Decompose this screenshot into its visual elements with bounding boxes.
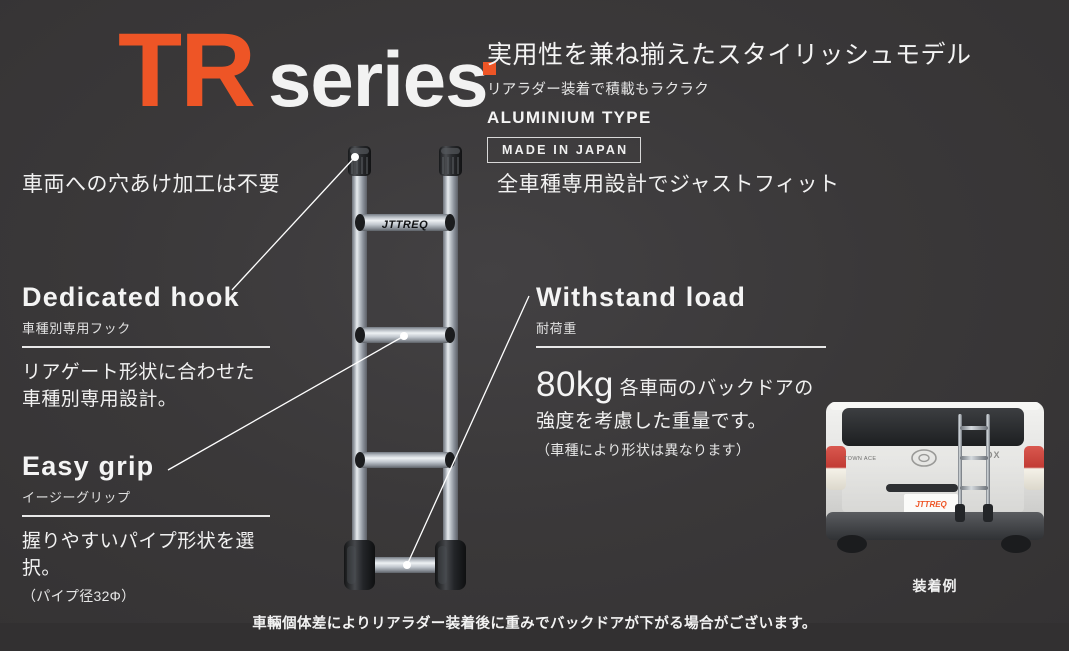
van-caption: 装着例	[912, 578, 958, 594]
brand-tr-text: TR	[118, 12, 256, 129]
footer-disclaimer: 車輛個体差によりリアラダー装着後に重みでバックドアが下がる場合がございます。	[252, 616, 817, 632]
feature-body-line2: 車種別専用設計。	[22, 388, 178, 410]
feature-title-jp: 耐荷重	[536, 320, 577, 336]
ladder-rung-branded: JTTREQ	[355, 214, 455, 231]
bottom-band	[0, 623, 1069, 651]
vehicle-photo: TOWN ACE DX JTTREQ	[826, 402, 1044, 553]
van-taillight-right	[1024, 446, 1044, 490]
feature-body: 80kg 各車両のバックドアの 強度を考慮した重量です。	[536, 360, 826, 437]
feature-title-jp: イージーグリップ	[22, 489, 131, 505]
feature-divider	[536, 345, 826, 348]
van-grade-badge: DX	[986, 450, 1001, 460]
brand-series-text: series	[267, 35, 489, 123]
feature-divider	[22, 514, 270, 517]
van-backdoor-panel	[842, 450, 1024, 512]
subheadline: リアラダー装着で積載もラクラク	[487, 82, 709, 98]
orange-dot-accent	[483, 62, 496, 75]
ladder-rung	[355, 452, 455, 468]
van-model-badge: TOWN ACE	[844, 456, 876, 462]
feature-title-en: Dedicated hook	[22, 282, 240, 312]
van-door-handle	[886, 484, 958, 492]
feature-note: （車種により形状は異なります）	[536, 442, 751, 459]
caption-no-drilling: 車両への穴あけ加工は不要	[22, 173, 280, 196]
feature-body: 握りやすいパイプ形状を選択。	[22, 529, 270, 583]
material-type-label: ALUMINIUM TYPE	[487, 108, 652, 127]
van-emblem-inner	[918, 453, 930, 463]
ladder-hook-cap-left	[348, 146, 371, 176]
ladder-product-image: JTTREQ	[344, 146, 466, 590]
van-rear-window	[842, 408, 1024, 446]
feature-title-en: Withstand load	[536, 282, 747, 312]
van-taillight-left	[826, 446, 846, 490]
feature-body-line1: リアゲート形状に合わせた	[22, 361, 255, 383]
feature-title-en: Easy grip	[22, 451, 155, 481]
van-mounted-ladder	[955, 414, 993, 522]
van-wheel-right	[1001, 535, 1031, 553]
ladder-hook-cap-right	[439, 146, 462, 176]
caption-just-fit: 全車種専用設計でジャストフィット	[497, 173, 840, 196]
header-text-block: 実用性を兼ね揃えたスタイリッシュモデル リアラダー装着で積載もラクラク ALUM…	[487, 35, 972, 163]
feature-body-line1-wrap: 80kg 各車両のバックドアの	[536, 360, 826, 410]
van-license-plate	[904, 494, 958, 514]
feature-body-line1: 各車両のバックドアの	[619, 377, 814, 399]
ladder-rung	[355, 327, 455, 343]
feature-withstand-load: Withstand load 耐荷重 80kg 各車両のバックドアの 強度を考慮…	[536, 282, 826, 460]
van-plate-logo: JTTREQ	[915, 500, 947, 509]
headline: 実用性を兼ね揃えたスタイリッシュモデル	[487, 41, 972, 69]
feature-body: リアゲート形状に合わせた 車種別専用設計。	[22, 360, 270, 414]
ladder-foot-left	[344, 540, 375, 590]
feature-title-jp: 車種別専用フック	[22, 320, 131, 336]
feature-note: （パイプ径32Φ）	[22, 587, 136, 604]
ladder-foot-right	[435, 540, 466, 590]
feature-dedicated-hook: Dedicated hook 車種別専用フック リアゲート形状に合わせた 車種別…	[22, 282, 270, 414]
van-emblem	[911, 449, 937, 467]
van-wheel-left	[837, 535, 867, 553]
load-capacity-value: 80kg	[536, 364, 614, 404]
feature-divider	[22, 345, 270, 348]
feature-body-line1: 握りやすいパイプ形状を選択。	[22, 530, 255, 579]
product-logo-text: JTTREQ	[382, 219, 428, 231]
feature-body-line2: 強度を考慮した重量です。	[536, 411, 767, 433]
feature-easy-grip: Easy grip イージーグリップ 握りやすいパイプ形状を選択。 （パイプ径3…	[22, 451, 270, 606]
made-in-japan-badge: MADE IN JAPAN	[487, 137, 642, 163]
